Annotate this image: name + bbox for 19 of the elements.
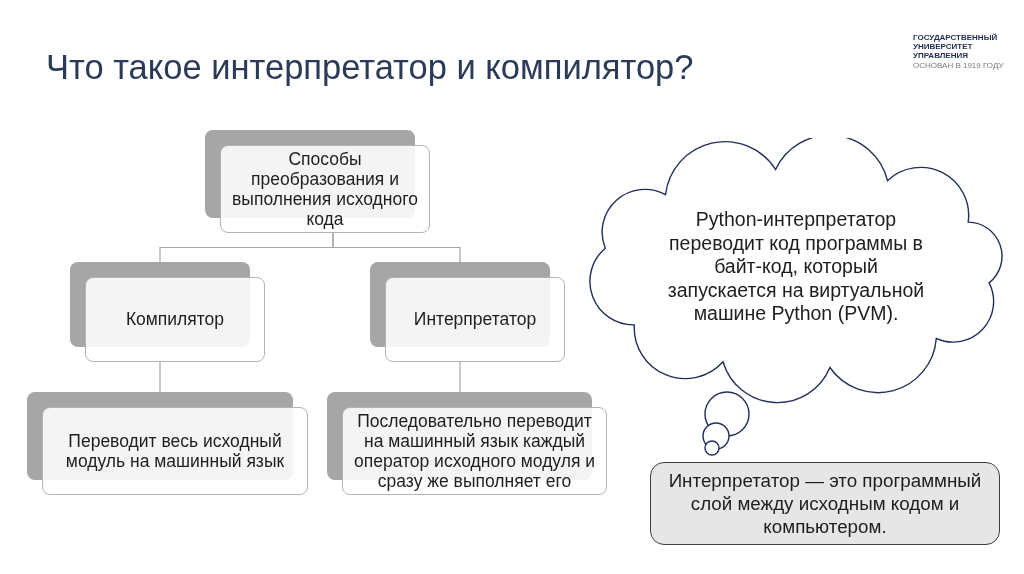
node-text: Компилятор [125,309,225,330]
note-box [650,462,1000,545]
hierarchy-box [70,262,265,362]
node-text: Переводит весь исходный модуль на машинный язык [64,430,286,472]
node-text: Интерпретатор [413,309,537,330]
caption-text: ГОСУДАРСТВЕННЫЙ УНИВЕРСИТЕТ УПРАВЛЕНИЯ [913,33,999,61]
hierarchy-box [370,262,565,362]
caption-text: ОСНОВАН В 1919 ГОДУ [913,62,1005,71]
hierarchy-box [27,392,308,495]
connector-line [332,232,461,263]
hierarchy-box [205,130,430,233]
hierarchy-box [327,392,607,495]
connector-line [459,361,461,393]
connector-line [159,361,161,393]
node-text: Способы преобразования и выполнения исходного кода [231,148,419,230]
cloud-text: Python-интерпретатор переводит код программы в байт-код, который запускается на виртуальной машине Python (PVM). [666,208,926,326]
slide-title: Что такое интерпретатор и компилятор? [46,47,694,88]
node-text: Последовательно переводит на машинный язык каждый оператор исходного модуля и сразу же выполняет его [352,410,597,492]
note-text: Интерпретатор — это программный слой между исходным кодом и компьютером. [667,469,983,538]
